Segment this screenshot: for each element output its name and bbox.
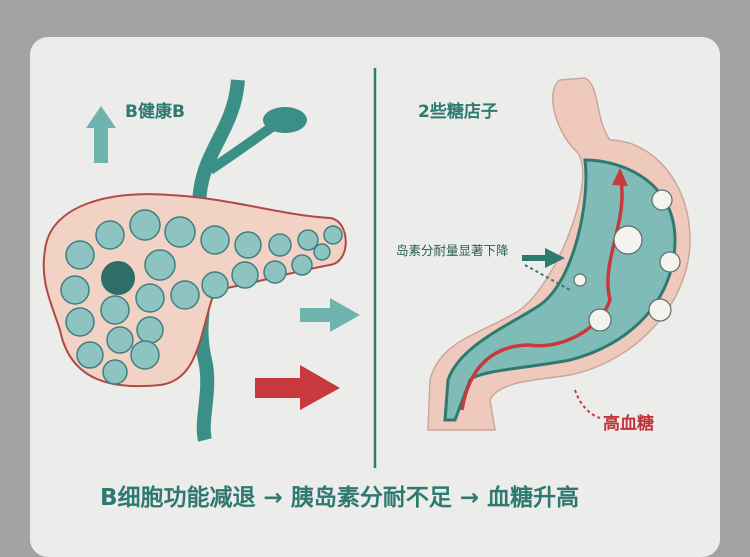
left-panel-title: B健康B xyxy=(125,102,185,122)
illustration xyxy=(42,68,691,468)
up-arrow-icon xyxy=(86,106,116,163)
islet-cells xyxy=(60,209,343,385)
high-sugar-annotation: 高血糖 xyxy=(603,414,654,434)
right-arrow-icon xyxy=(300,298,360,332)
annotation-leader-line xyxy=(524,264,571,291)
caption: B细胞功能减退 → 胰岛素分耐不足 → 血糖升高 xyxy=(100,485,580,511)
damaged-cells xyxy=(573,189,681,332)
sugar-leader-line xyxy=(574,389,601,419)
gallbladder xyxy=(263,107,307,133)
right-panel-title: 2些糖店子 xyxy=(418,102,498,122)
annotation-arrow-icon xyxy=(522,248,565,268)
insulin-annotation: 岛素分耐量显著下降 xyxy=(396,243,509,258)
red-arrow-icon xyxy=(255,365,340,410)
arrowhead-icon xyxy=(612,168,628,186)
nucleus-cell xyxy=(101,261,135,295)
